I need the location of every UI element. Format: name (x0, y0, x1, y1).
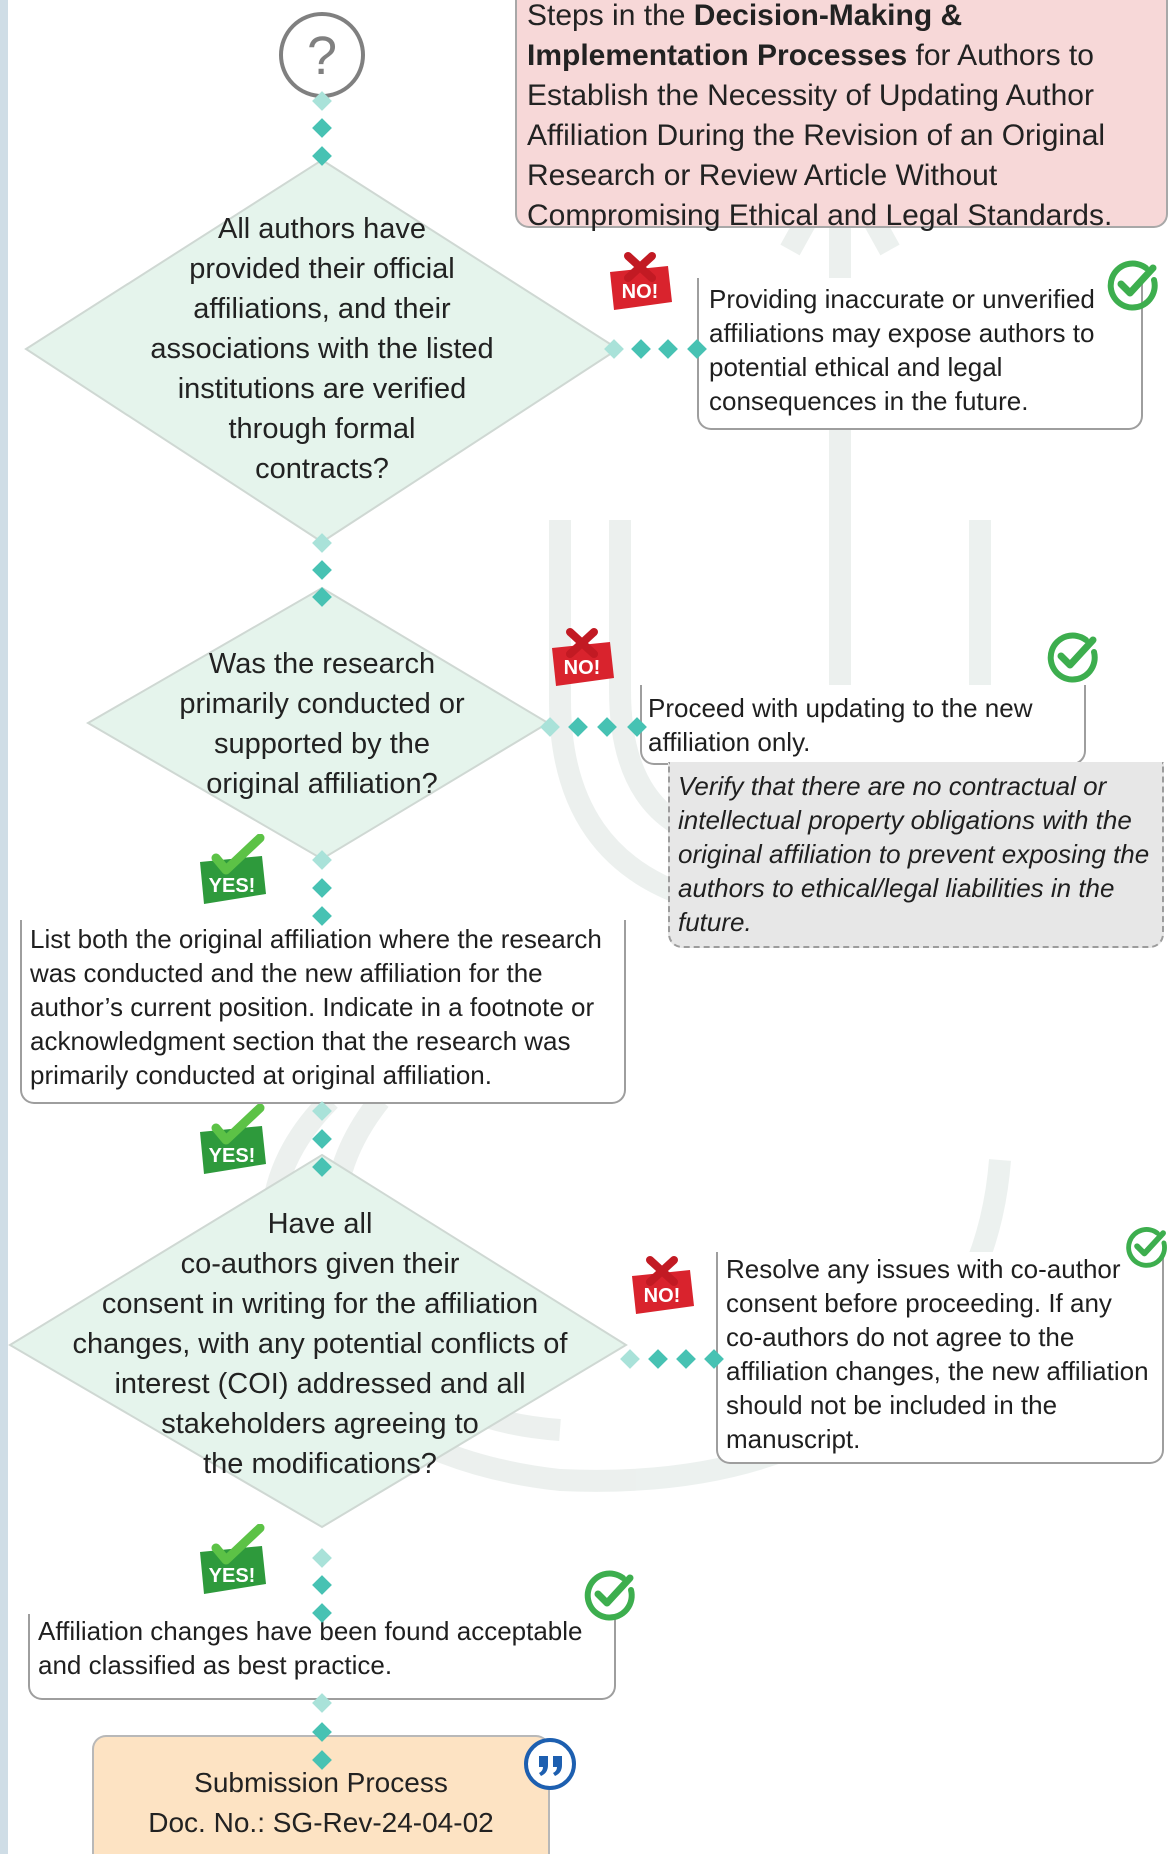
question-2-text: Was the research primarily conducted or … (140, 644, 504, 804)
submission-title: Submission Process (194, 1767, 448, 1798)
q3-line: Have all (267, 1208, 373, 1240)
question-3-text: Have all co-authors given their consent … (40, 1204, 600, 1484)
q3-line: consent in writing for the affiliation (101, 1288, 539, 1320)
q1-line: through formal (228, 413, 416, 445)
no-label: NO! (644, 1285, 681, 1307)
q3-no-outcome-text: Resolve any issues with co-author consen… (726, 1254, 1149, 1454)
document-number: Doc. No.: SG-Rev-24-04-02 (148, 1807, 494, 1838)
q2-line: primarily conducted or (179, 688, 465, 720)
q1-line: All authors have (218, 213, 426, 245)
q2-line: original affiliation? (206, 768, 438, 800)
q2-no-outcome-box: Proceed with updating to the new affilia… (640, 685, 1086, 765)
yes-label: YES! (209, 1145, 256, 1167)
q3-line: the modifications? (203, 1448, 437, 1480)
q2-no-outcome-text: Proceed with updating to the new affilia… (648, 693, 1033, 757)
question-mark: ? (307, 26, 337, 86)
yes-badge-icon: YES! (200, 1104, 266, 1174)
no-badge-icon: NO! (632, 1256, 694, 1314)
title-text-bold: Decision-Making & Implementation Process… (527, 0, 963, 72)
no-label: NO! (564, 657, 601, 679)
q3-yes-outcome-box: Affiliation changes have been found acce… (28, 1614, 616, 1700)
yes-label: YES! (209, 1565, 256, 1587)
q1-line: associations with the listed (150, 333, 494, 365)
start-question-icon: ? (277, 10, 367, 100)
title-text-post: for Authors to Establish the Necessity o… (527, 39, 1113, 232)
q3-line: interest (COI) addressed and all (114, 1368, 526, 1400)
yes-label: YES! (209, 875, 256, 897)
q2-line: Was the research (208, 648, 436, 680)
no-badge-icon: NO! (552, 628, 614, 686)
q3-line: co-authors given their (180, 1248, 460, 1280)
no-badge-icon: NO! (610, 252, 672, 310)
left-edge-strip (0, 0, 8, 1854)
q1-no-outcome-box: Providing inaccurate or unverified affil… (697, 278, 1143, 430)
check-circle-icon (1107, 260, 1158, 311)
check-circle-icon (1126, 1227, 1167, 1268)
quote-icon (524, 1738, 576, 1790)
q1-line: institutions are verified (177, 373, 467, 405)
q2-yes-outcome-box: List both the original affiliation where… (20, 920, 626, 1104)
q2-no-note-box: Verify that there are no contractual or … (668, 762, 1164, 948)
q2-no-note-text: Verify that there are no contractual or … (678, 771, 1150, 937)
no-label: NO! (622, 281, 659, 303)
check-circle-icon (1047, 632, 1098, 683)
title-box: Steps in the Decision-Making & Implement… (515, 0, 1168, 232)
q2-yes-outcome-text: List both the original affiliation where… (30, 924, 602, 1090)
title-text-pre: Steps in the (527, 0, 694, 32)
q2-line: supported by the (213, 728, 431, 760)
q3-line: changes, with any potential conflicts of (72, 1328, 568, 1360)
q1-line: contracts? (255, 453, 389, 485)
q1-line: provided their official (189, 253, 455, 285)
q3-no-outcome-box: Resolve any issues with co-author consen… (716, 1252, 1164, 1464)
question-1-text: All authors have provided their official… (110, 209, 534, 489)
q1-line: affiliations, and their (193, 293, 451, 325)
q3-yes-outcome-text: Affiliation changes have been found acce… (38, 1616, 583, 1680)
yes-badge-icon: YES! (200, 834, 266, 904)
check-circle-icon (584, 1570, 635, 1621)
yes-badge-icon: YES! (200, 1524, 266, 1594)
q3-line: stakeholders agreeing to (161, 1408, 479, 1440)
q1-no-outcome-text: Providing inaccurate or unverified affil… (709, 284, 1095, 416)
